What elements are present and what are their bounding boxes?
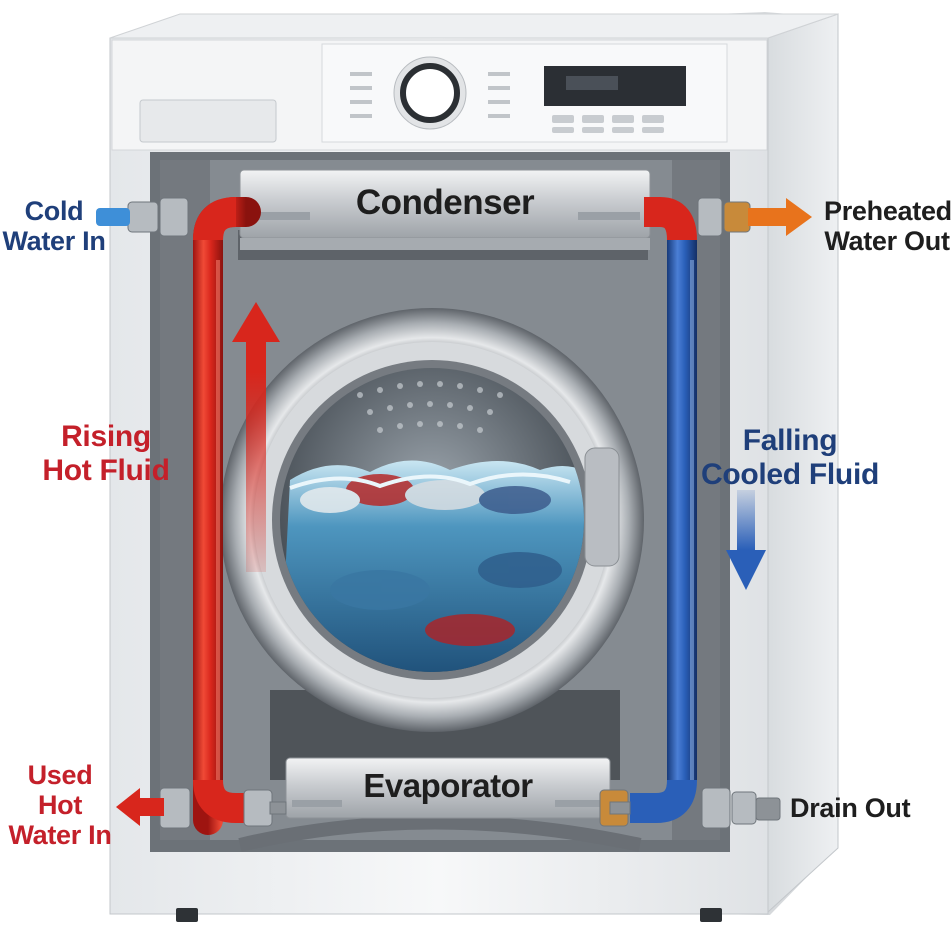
condenser-unit [239, 169, 651, 250]
evaporator-unit [285, 757, 611, 819]
flow-arrow-down-icon [726, 490, 766, 590]
cooled-fluid-pipe [630, 197, 697, 823]
washer-feet [176, 908, 722, 922]
cold-inlet-arrow-icon [96, 208, 130, 226]
preheated-water-out-label: Preheated Water Out [824, 196, 952, 257]
evaporator-label: Evaporator [363, 767, 533, 804]
hot-fluid-pipe [193, 197, 262, 835]
flow-arrow-up-icon [232, 302, 280, 572]
cold-water-in-label: Cold Water In [2, 196, 106, 257]
door-handle[interactable] [584, 447, 620, 567]
outlet-arrow-icon [748, 198, 812, 236]
control-knob-icon[interactable] [393, 56, 467, 130]
inlet-arrow-icon [116, 788, 164, 826]
drain-out-label: Drain Out [790, 793, 911, 823]
panel-buttons [552, 115, 664, 133]
laundry [300, 474, 562, 646]
detergent-drawer [139, 99, 277, 143]
pipe-fittings [127, 197, 781, 829]
falling-cooled-fluid-label: Falling Cooled Fluid [700, 424, 880, 491]
drum-perforations [357, 381, 503, 433]
condenser-label: Condenser [355, 183, 535, 222]
program-marks-left [350, 72, 510, 118]
control-panel [111, 39, 768, 151]
used-hot-water-in-label: Used Hot Water In [8, 760, 112, 851]
drum-assembly [220, 308, 644, 732]
rising-hot-fluid-label: Rising Hot Fluid [42, 420, 170, 487]
